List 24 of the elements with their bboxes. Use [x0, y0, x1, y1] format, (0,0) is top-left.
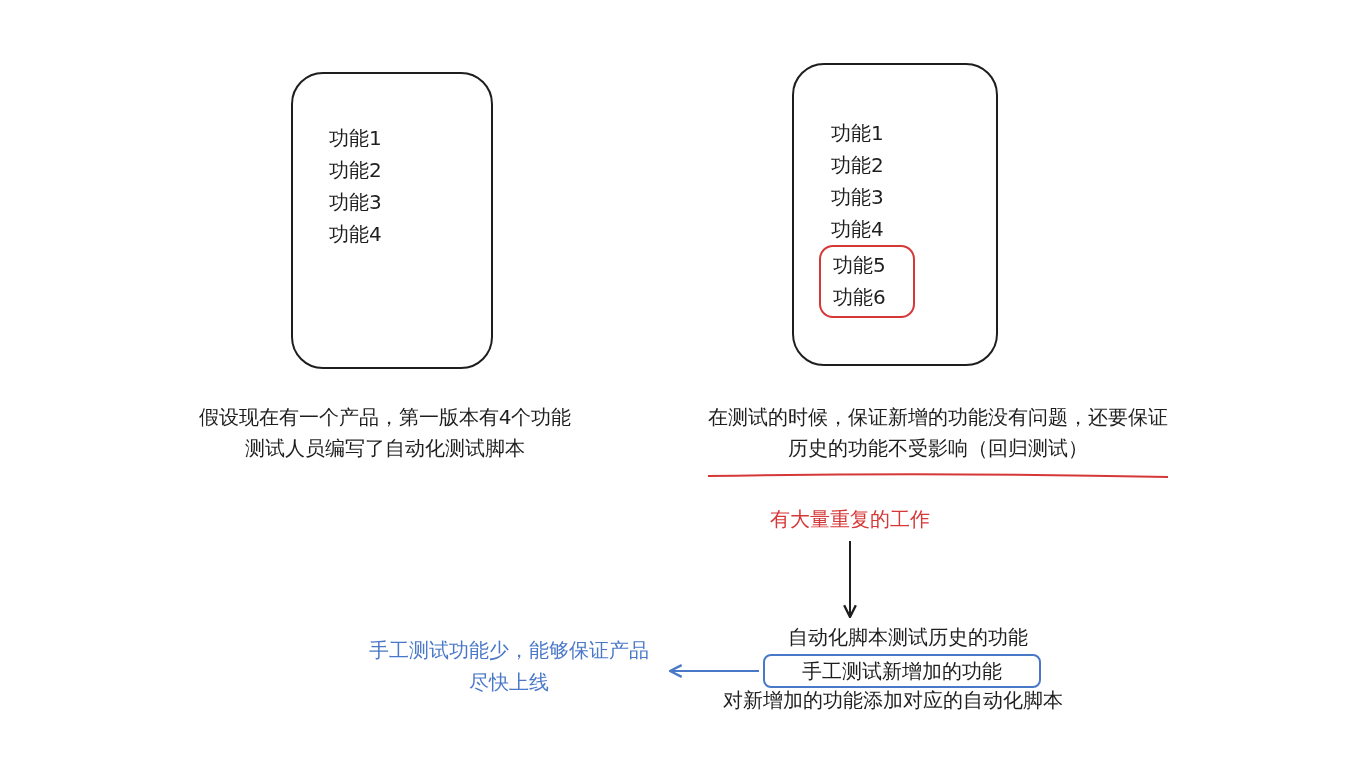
arrow: [843, 540, 857, 619]
description-text: 对新增加的功能添加对应的自动化脚本: [721, 687, 1064, 714]
feature-label: 功能4: [329, 221, 383, 248]
feature-label: 功能1: [329, 125, 383, 152]
highlight-box: [819, 245, 915, 318]
feature-label: 功能3: [329, 189, 383, 216]
feature-label: 功能5: [833, 252, 887, 279]
caption-text: 假设现在有一个产品，第一版本有4个功能: [197, 404, 573, 431]
note-text: 手工测试功能少，能够保证产品尽快上线: [366, 634, 652, 698]
rounded-box: [291, 72, 493, 369]
feature-label: 功能2: [831, 152, 885, 179]
feature-label: 功能6: [833, 284, 887, 311]
highlight-box: [763, 654, 1041, 688]
caption-text: 测试人员编写了自动化测试脚本: [244, 435, 526, 462]
feature-label: 功能2: [329, 157, 383, 184]
description-text: 自动化脚本测试历史的功能: [720, 621, 1096, 653]
feature-label: 手工测试新增加的功能: [801, 658, 1003, 685]
caption-text: 在测试的时候，保证新增的功能没有问题，还要保证历史的功能不受影响（回归测试）: [707, 404, 1169, 462]
rounded-box: [792, 63, 998, 366]
feature-label: 功能1: [831, 120, 885, 147]
feature-label: 功能4: [831, 216, 885, 243]
feature-label: 功能3: [831, 184, 885, 211]
arrow: [668, 664, 760, 678]
note-text: 有大量重复的工作: [740, 503, 960, 535]
